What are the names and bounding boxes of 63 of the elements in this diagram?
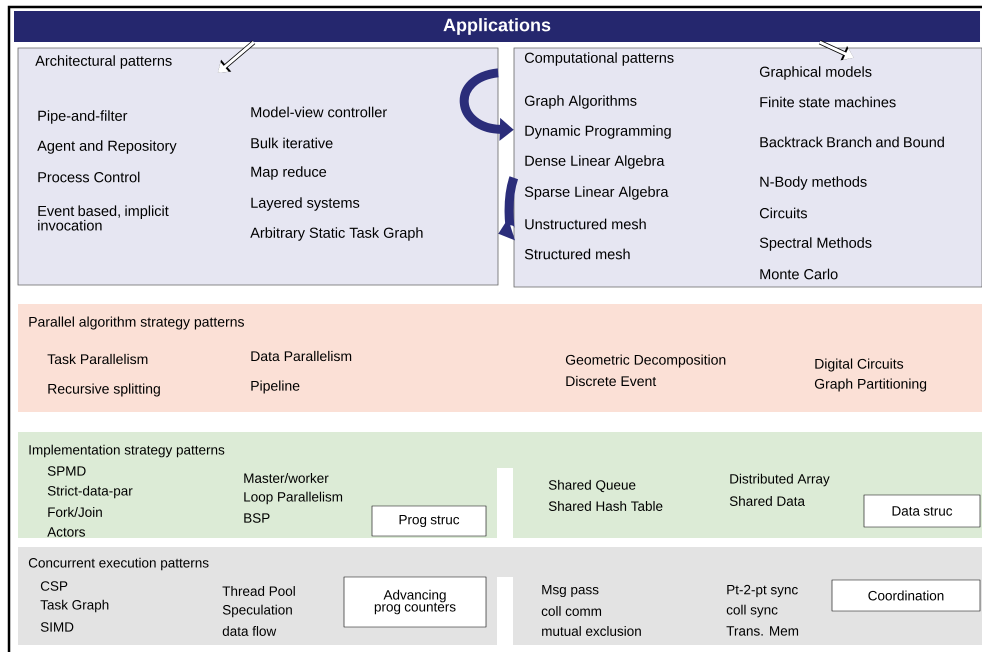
panel-heading: Architectural patterns bbox=[35, 55, 172, 69]
category-box: Prog struc bbox=[372, 506, 486, 536]
pattern-name: Monte Carlo bbox=[760, 268, 838, 280]
pattern-name: Bulk iterative bbox=[251, 138, 333, 148]
pattern-name: Speculation bbox=[222, 604, 292, 618]
pattern-name: Trans. Mem bbox=[726, 626, 798, 636]
panel-heading: Implementation strategy patterns bbox=[29, 444, 224, 458]
pattern-name: Distributed Array bbox=[730, 474, 830, 486]
pattern-name: Finite state machines bbox=[760, 96, 896, 108]
pattern-name: coll comm bbox=[542, 606, 602, 616]
pattern-name: Process Control bbox=[38, 172, 140, 182]
panel-heading: Parallel algorithm strategy patterns bbox=[29, 316, 244, 330]
pattern-name: CSP bbox=[40, 581, 68, 591]
pattern-name: Map reduce bbox=[251, 166, 326, 180]
pattern-name: SIMD bbox=[40, 622, 74, 632]
pattern-name: data flow bbox=[222, 626, 276, 636]
pattern-name: Sparse Linear Algebra bbox=[524, 186, 668, 200]
pattern-name: Thread Pool bbox=[222, 586, 295, 596]
pattern-name: Graph Algorithms bbox=[524, 95, 636, 109]
pattern-name: Digital Circuits bbox=[815, 358, 904, 372]
pattern-name: SPMD bbox=[48, 466, 86, 476]
pattern-name: Pt-2-pt sync bbox=[727, 584, 798, 598]
pattern-name: Unstructured mesh bbox=[525, 218, 646, 230]
pattern-name: Discrete Event bbox=[566, 376, 656, 386]
pattern-name: Pipeline bbox=[251, 380, 300, 394]
pattern-name: Layered systems bbox=[251, 197, 360, 211]
pattern-name: Agent and Repository bbox=[37, 140, 177, 154]
pattern-name: Dense Linear Algebra bbox=[525, 155, 664, 169]
pattern-name: Dynamic Programming bbox=[525, 125, 671, 139]
pattern-name: Data Parallelism bbox=[251, 350, 352, 362]
pattern-name: mutual exclusion bbox=[542, 626, 641, 636]
category-box: Data struc bbox=[864, 494, 980, 528]
pattern-name: Structured mesh bbox=[524, 248, 630, 260]
category-box: Coordination bbox=[832, 580, 980, 612]
pattern-name: BSP bbox=[244, 513, 270, 523]
pattern-name: Spectral Methods bbox=[760, 237, 872, 251]
pattern-name: Task Graph bbox=[40, 600, 108, 612]
pattern-name: Circuits bbox=[760, 208, 807, 218]
pattern-name: Arbitrary Static Task Graph bbox=[250, 227, 422, 241]
pattern-name: Event based, implicit invocation bbox=[38, 205, 169, 231]
pattern-name: Shared Hash Table bbox=[548, 501, 662, 511]
title-banner: Applications bbox=[14, 11, 980, 42]
pattern-name: Shared Queue bbox=[548, 480, 636, 492]
pattern-name: N-Body methods bbox=[760, 176, 867, 190]
pattern-name: Graph Partitioning bbox=[814, 378, 926, 392]
pattern-name: Strict-data-par bbox=[48, 486, 132, 498]
pattern-name: Backtrack Branch and Bound bbox=[760, 136, 944, 148]
pattern-name: coll sync bbox=[726, 604, 778, 618]
pattern-name: Recursive splitting bbox=[48, 383, 160, 397]
pattern-name: Geometric Decomposition bbox=[566, 354, 726, 368]
pattern-name: Fork/Join bbox=[48, 507, 102, 517]
panel-heading: Concurrent execution patterns bbox=[28, 558, 209, 570]
pattern-name: Shared Data bbox=[730, 496, 805, 506]
pattern-name: Graphical models bbox=[760, 66, 872, 80]
pattern-name: Actors bbox=[47, 527, 85, 537]
category-box: Advancing prog counters bbox=[344, 576, 486, 628]
pattern-name: Pipe-and-filter bbox=[38, 110, 128, 124]
pattern-name: Master/worker bbox=[244, 473, 328, 483]
pattern-name: Msg pass bbox=[542, 584, 598, 598]
pattern-name: Task Parallelism bbox=[48, 354, 148, 364]
panel-heading: Computational patterns bbox=[524, 52, 674, 66]
pattern-name: Model-view controller bbox=[251, 106, 387, 118]
pattern-name: Loop Parallelism bbox=[244, 492, 342, 504]
